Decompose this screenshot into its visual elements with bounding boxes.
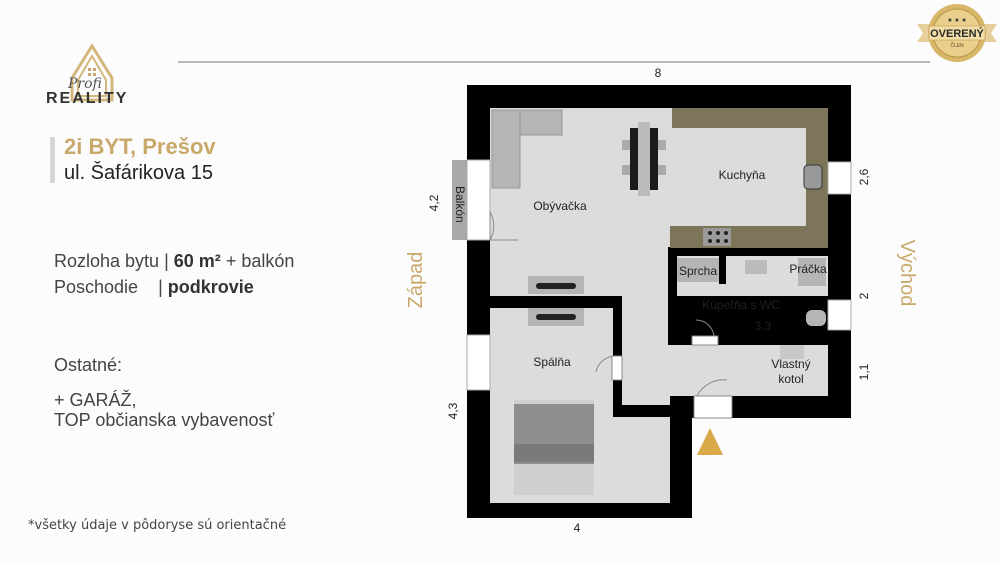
svg-text:★ ★ ★: ★ ★ ★ bbox=[947, 17, 966, 24]
interior-walls bbox=[490, 247, 851, 418]
room-living: Obývačka bbox=[533, 199, 587, 213]
room-washer: Práčka bbox=[789, 262, 827, 276]
washer-icon bbox=[798, 258, 826, 286]
windows bbox=[466, 159, 852, 391]
logo-name: REALITY bbox=[46, 90, 129, 107]
svg-text:ČLEN: ČLEN bbox=[950, 42, 964, 49]
compass-east: Východ bbox=[896, 240, 918, 307]
room-kitchen: Kuchyňa bbox=[719, 168, 766, 182]
room-boiler-line1: Vlastný bbox=[771, 357, 810, 371]
dim-right-upper: 2,6 bbox=[857, 168, 871, 185]
boiler-icon bbox=[780, 345, 804, 359]
entrance-arrow-icon bbox=[697, 428, 723, 455]
floor-label: Poschodie bbox=[54, 277, 139, 297]
dim-right-lower: 1,1 bbox=[857, 363, 871, 380]
svg-text:OVERENÝ: OVERENÝ bbox=[930, 27, 984, 40]
area-label: Rozloha bytu bbox=[54, 251, 160, 271]
balcony bbox=[452, 160, 467, 240]
logo-script: Profi bbox=[68, 76, 102, 92]
room-shower: Sprcha bbox=[679, 264, 717, 278]
floor-row: Poschodie | podkrovie bbox=[54, 277, 254, 297]
bed-icon bbox=[514, 400, 594, 495]
floor-value: podkrovie bbox=[167, 277, 254, 297]
dim-bottom: 4 bbox=[574, 521, 581, 535]
area-value: 60 m² bbox=[173, 251, 221, 271]
dim-left-lower: 4,3 bbox=[446, 402, 460, 419]
dim-right-middle: 2 bbox=[857, 292, 871, 299]
room-bathroom: Kúpeľňa s WC bbox=[702, 298, 780, 312]
other-line2: TOP občianska vybavenosť bbox=[54, 410, 275, 430]
area-extra: + balkón bbox=[225, 251, 295, 271]
title-accent-bar bbox=[50, 137, 55, 183]
other-label: Ostatné: bbox=[54, 355, 123, 375]
room-boiler-line2: kotol bbox=[778, 372, 803, 386]
sink-bathroom-icon bbox=[745, 260, 767, 274]
sink-icon bbox=[803, 164, 823, 190]
hob-icon bbox=[703, 228, 731, 246]
top-divider bbox=[178, 61, 930, 63]
shower-icon bbox=[677, 258, 719, 282]
room-bedroom: Spálňa bbox=[533, 355, 571, 369]
sofa-icon bbox=[491, 109, 563, 189]
listing-title: 2i BYT, Prešov bbox=[64, 134, 216, 159]
room-bathroom-area: 3,3 bbox=[755, 319, 772, 333]
dim-left-upper: 4,2 bbox=[427, 194, 441, 211]
disclaimer: *všetky údaje v pôdoryse sú orientačné bbox=[28, 518, 287, 533]
toilet-icon bbox=[806, 310, 826, 326]
tv-icons bbox=[528, 276, 584, 326]
door-icons bbox=[489, 210, 733, 419]
dim-top: 8 bbox=[655, 66, 662, 80]
verified-badge-icon: OVERENÝ ČLEN ★ ★ ★ bbox=[917, 4, 997, 62]
listing-address: ul. Šafárikova 15 bbox=[64, 162, 213, 184]
area-row: Rozloha bytu | 60 m² + balkón bbox=[54, 251, 295, 271]
other-line1: + GARÁŽ, bbox=[54, 390, 137, 410]
dining-table-icon bbox=[622, 122, 666, 196]
house-logo-icon bbox=[70, 43, 114, 102]
compass-west: Západ bbox=[405, 252, 427, 309]
balcony-label: Balkón bbox=[453, 186, 467, 223]
